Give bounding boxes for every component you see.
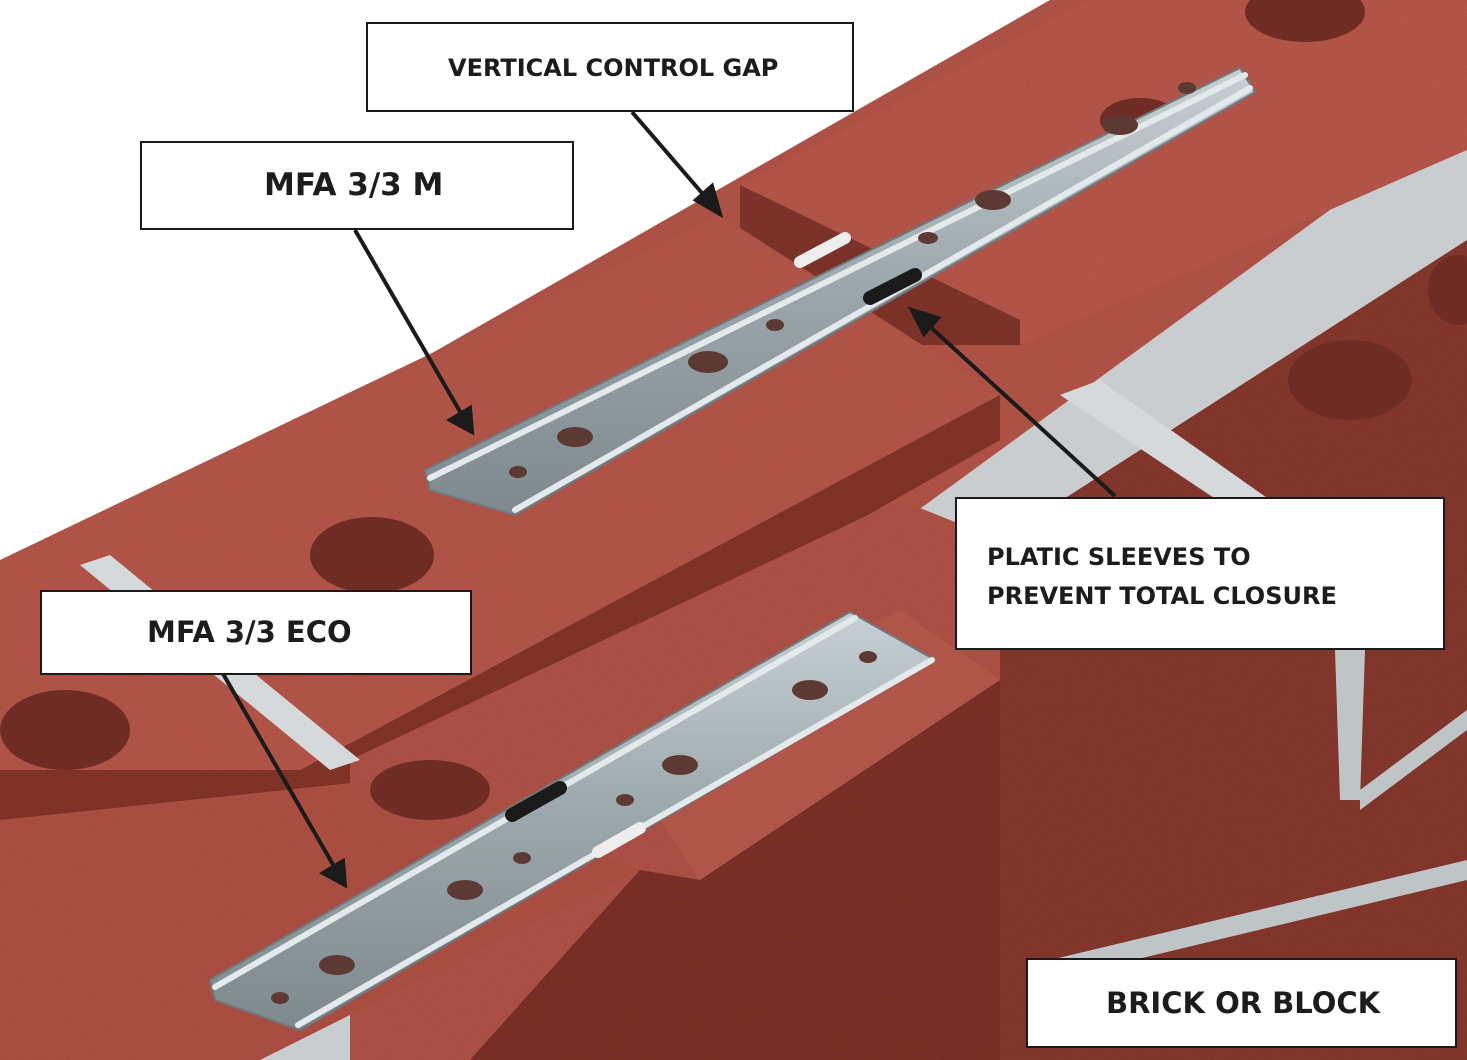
mortar-joint bbox=[1060, 380, 1270, 512]
brick-hole bbox=[310, 517, 434, 593]
label-plastic-sleeves-line2: PREVENT TOTAL CLOSURE bbox=[987, 582, 1337, 610]
arrow-head bbox=[908, 306, 942, 338]
plastic-sleeve-white bbox=[794, 232, 851, 268]
label-plastic-sleeves: PLATIC SLEEVES TO PREVENT TOTAL CLOSURE bbox=[955, 497, 1445, 650]
plastic-sleeve-black bbox=[863, 268, 922, 305]
brick-hole bbox=[0, 690, 130, 770]
label-mfa-eco: MFA 3/3 ECO bbox=[40, 590, 472, 675]
label-plastic-sleeves-line1: PLATIC SLEEVES TO bbox=[987, 543, 1251, 571]
brick-hole bbox=[1428, 255, 1467, 325]
arrow-head bbox=[692, 182, 724, 219]
plastic-sleeve-white bbox=[592, 822, 646, 858]
mortar-joint bbox=[1335, 650, 1365, 800]
label-vertical-control-gap: VERTICAL CONTROL GAP bbox=[366, 22, 854, 112]
label-mfa-m-text: MFA 3/3 M bbox=[264, 167, 444, 203]
brick-hole bbox=[370, 760, 490, 820]
arrow-mfa-eco bbox=[220, 671, 337, 869]
wall-tie-mfa-eco bbox=[208, 610, 938, 1032]
brick-side-face bbox=[0, 395, 1000, 820]
brick-side-face bbox=[470, 680, 1000, 1060]
brick-hole bbox=[1245, 0, 1365, 42]
arrow-vertical-control-gap bbox=[630, 110, 710, 202]
mortar-joint bbox=[1360, 710, 1467, 810]
wall-tie-mfa-m bbox=[423, 66, 1257, 517]
label-mfa-eco-text: MFA 3/3 ECO bbox=[147, 615, 352, 649]
label-vertical-control-gap-text: VERTICAL CONTROL GAP bbox=[448, 54, 779, 82]
arrow-plastic-sleeves bbox=[923, 320, 1117, 498]
brick-holes bbox=[0, 0, 1467, 820]
mortar-joint bbox=[1050, 860, 1467, 980]
leader-arrows bbox=[220, 110, 1117, 889]
label-mfa-m: MFA 3/3 M bbox=[140, 141, 574, 230]
arrow-mfa-m bbox=[353, 228, 464, 417]
plastic-sleeve-black bbox=[505, 781, 567, 822]
arrow-head bbox=[445, 404, 475, 436]
label-brick-or-block-text: BRICK OR BLOCK bbox=[1106, 986, 1381, 1020]
arrow-head bbox=[318, 857, 348, 889]
brick-hole bbox=[1288, 340, 1412, 420]
label-brick-or-block: BRICK OR BLOCK bbox=[1026, 958, 1457, 1048]
